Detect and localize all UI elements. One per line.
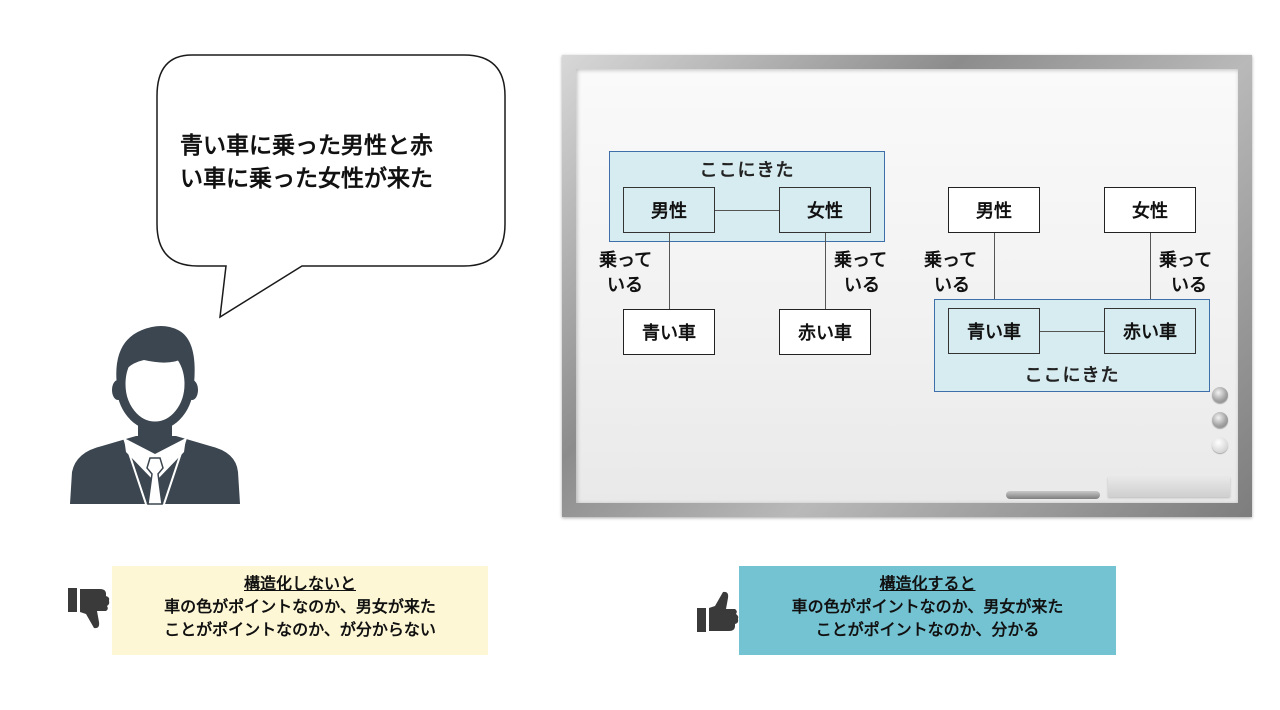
node-man: 男性 <box>948 187 1040 233</box>
edge-label-riding: 乗って いる <box>924 248 977 298</box>
edge-label-line: 乗って <box>1159 250 1213 271</box>
edge-label-riding: 乗って いる <box>599 248 652 298</box>
caption-without-structure: 構造化しないと 車の色がポイントなのか、男女が来た ことがポイントなのか、が分か… <box>112 566 488 655</box>
whiteboard-magnet <box>1212 437 1228 453</box>
edge-label-line: 乗って <box>599 250 653 271</box>
edge-label-riding: 乗って いる <box>834 248 887 298</box>
whiteboard-surface <box>576 69 1238 503</box>
speech-line-1: 青い車に乗った男性と赤 <box>180 133 433 159</box>
edge-label-line: いる <box>1171 275 1207 296</box>
edge-label-line: いる <box>607 275 643 296</box>
node-woman: 女性 <box>779 187 871 233</box>
connector-line <box>825 233 826 309</box>
thumbs-down-icon <box>68 588 110 629</box>
connector-line <box>1150 233 1151 309</box>
node-red-car: 赤い車 <box>1104 308 1196 354</box>
speech-line-2: い車に乗った女性が来た <box>180 166 433 192</box>
caption-line: 車の色がポイントなのか、男女が来た <box>164 597 436 616</box>
connector-line <box>1040 331 1104 332</box>
speech-bubble-text: 青い車に乗った男性と赤 い車に乗った女性が来た <box>180 130 490 196</box>
caption-line: ことがポイントなのか、が分からない <box>164 620 436 639</box>
edge-label-riding: 乗って いる <box>1159 248 1212 298</box>
node-blue-car: 青い車 <box>623 309 715 355</box>
whiteboard-eraser <box>1108 477 1230 497</box>
edge-label-line: いる <box>844 275 880 296</box>
thumbs-up-icon <box>697 591 739 632</box>
caption-heading: 構造化しないと <box>243 574 356 593</box>
group-label: ここにきた <box>699 160 795 181</box>
node-man: 男性 <box>623 187 715 233</box>
node-woman: 女性 <box>1104 187 1196 233</box>
connector-line <box>715 210 779 211</box>
edge-label-line: 乗って <box>924 250 978 271</box>
businessman-icon <box>70 326 240 505</box>
caption-line: 車の色がポイントなのか、男女が来た <box>791 597 1064 616</box>
connector-line <box>994 233 995 309</box>
node-blue-car: 青い車 <box>948 308 1040 354</box>
speech-bubble <box>156 54 506 319</box>
caption-line: ことがポイントなのか、分かる <box>815 620 1040 639</box>
whiteboard-marker <box>1006 491 1100 499</box>
edge-label-line: いる <box>934 275 970 296</box>
group-label: ここにきた <box>1024 365 1120 386</box>
caption-heading: 構造化すると <box>879 574 976 593</box>
edge-label-line: 乗って <box>834 250 888 271</box>
whiteboard-magnet <box>1212 412 1228 428</box>
caption-with-structure: 構造化すると 車の色がポイントなのか、男女が来た ことがポイントなのか、分かる <box>739 566 1116 655</box>
whiteboard-magnet <box>1212 387 1228 403</box>
node-red-car: 赤い車 <box>779 309 871 355</box>
connector-line <box>669 233 670 309</box>
